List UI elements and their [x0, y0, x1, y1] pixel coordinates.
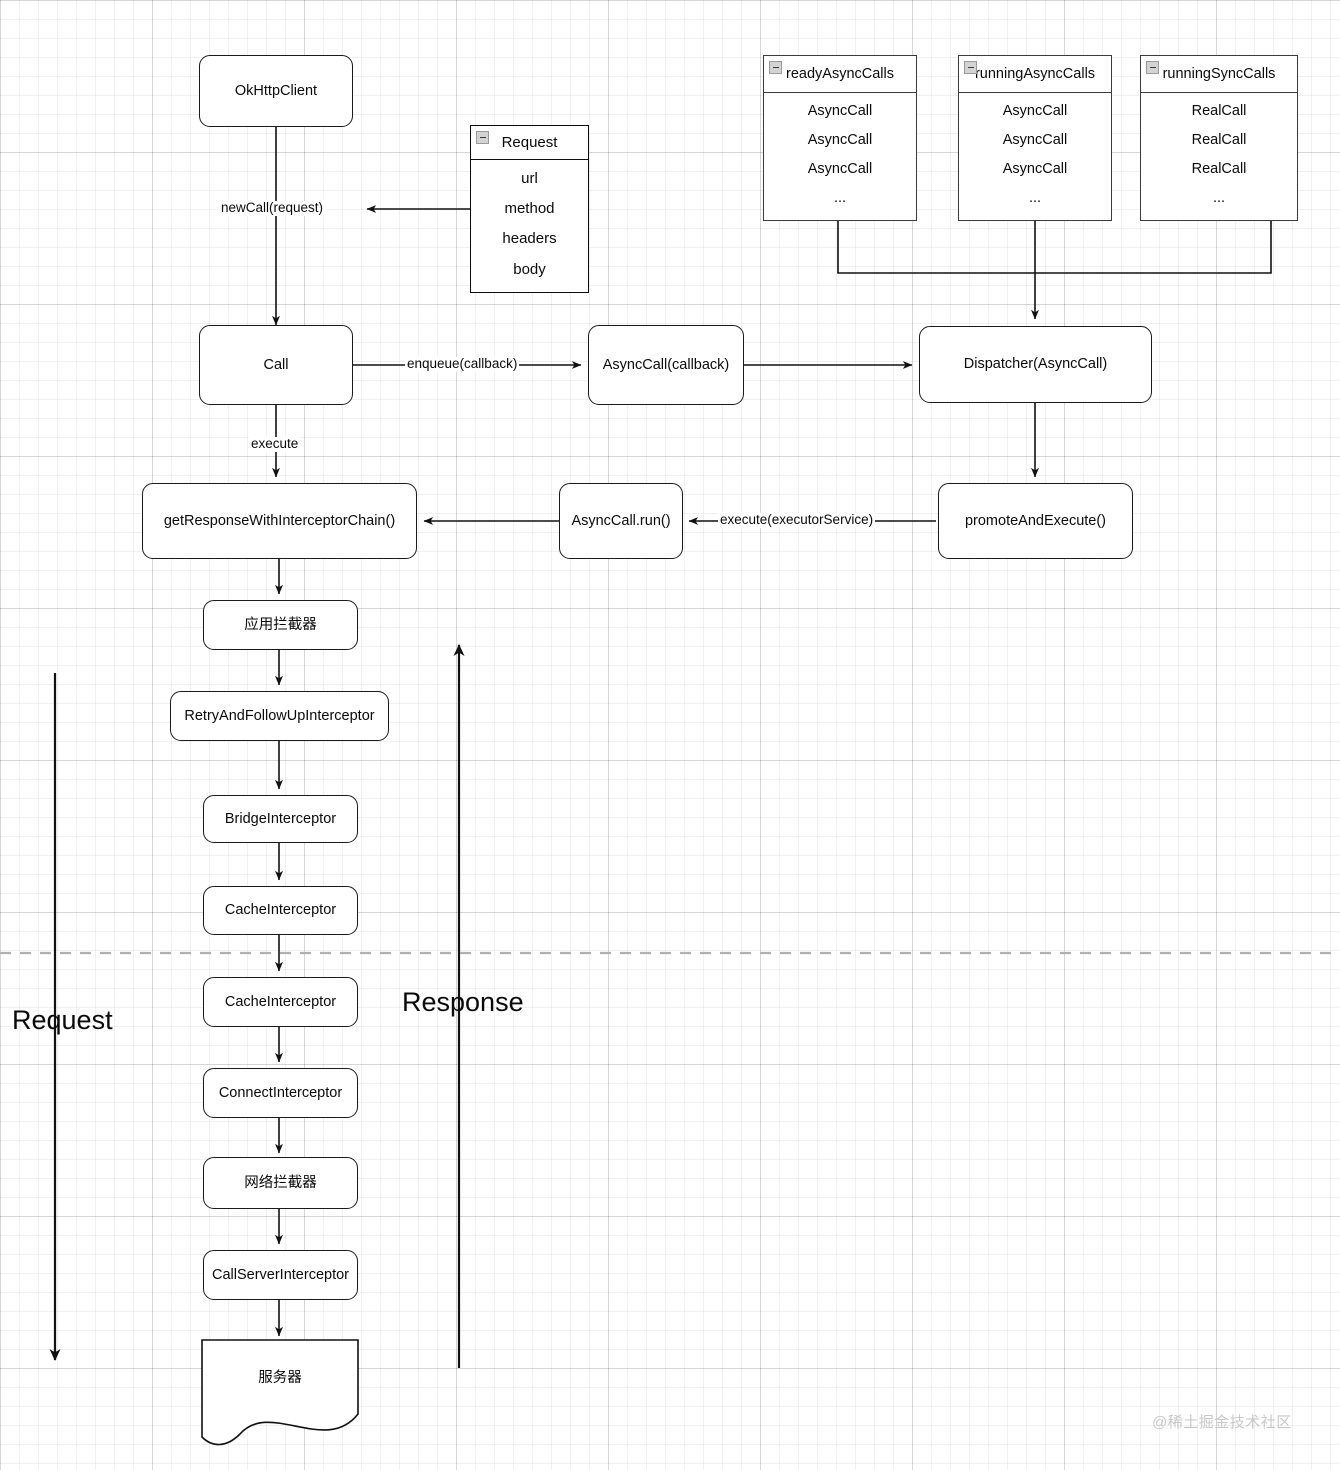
queue-items: AsyncCall AsyncCall AsyncCall ...: [764, 93, 916, 220]
request-field: method: [504, 200, 555, 218]
flow-label-response: Response: [402, 987, 524, 1017]
watermark: @稀土掘金技术社区: [1152, 1414, 1292, 1431]
minus-square-icon[interactable]: [476, 131, 489, 144]
queue-header: runningSyncCalls: [1141, 56, 1297, 93]
minus-square-icon[interactable]: [769, 61, 782, 74]
node-async-call-run[interactable]: AsyncCall.run(): [559, 483, 683, 559]
node-label: getResponseWithInterceptorChain(): [163, 512, 396, 529]
queue-item: RealCall: [1191, 161, 1247, 178]
node-label: 网络拦截器: [244, 1174, 317, 1191]
node-okhttp-client[interactable]: OkHttpClient: [199, 55, 353, 127]
queue-item: AsyncCall: [1002, 161, 1068, 178]
queue-item: RealCall: [1191, 131, 1247, 148]
node-network-interceptor[interactable]: 网络拦截器: [203, 1157, 358, 1209]
queue-item: AsyncCall: [1002, 102, 1068, 119]
node-label: Dispatcher(AsyncCall): [963, 356, 1108, 373]
node-label: AsyncCall(callback): [602, 356, 730, 373]
queue-item: AsyncCall: [807, 102, 873, 119]
node-async-call-callback[interactable]: AsyncCall(callback): [588, 325, 744, 405]
queue-item: RealCall: [1191, 102, 1247, 119]
queue-items: AsyncCall AsyncCall AsyncCall ...: [959, 93, 1111, 220]
node-label: ConnectInterceptor: [218, 1084, 343, 1101]
request-field: body: [513, 260, 546, 278]
node-get-response-with-interceptor-chain[interactable]: getResponseWithInterceptorChain(): [142, 483, 417, 559]
minus-square-icon[interactable]: [1146, 61, 1159, 74]
node-cache-interceptor-lower[interactable]: CacheInterceptor: [203, 977, 358, 1027]
queue-title: readyAsyncCalls: [786, 66, 894, 82]
queue-item-ellipsis: ...: [1028, 190, 1042, 207]
queue-running-sync-calls[interactable]: runningSyncCalls RealCall RealCall RealC…: [1140, 55, 1298, 221]
queue-items: RealCall RealCall RealCall ...: [1141, 93, 1297, 220]
request-class-title: Request: [501, 134, 558, 151]
queue-running-async-calls[interactable]: runningAsyncCalls AsyncCall AsyncCall As…: [958, 55, 1112, 221]
node-dispatcher[interactable]: Dispatcher(AsyncCall): [919, 326, 1152, 403]
node-retry-and-follow-up-interceptor[interactable]: RetryAndFollowUpInterceptor: [170, 691, 389, 741]
edge-label-execute: execute: [249, 436, 301, 452]
request-class-header: Request: [471, 126, 588, 160]
node-label: RetryAndFollowUpInterceptor: [184, 707, 375, 724]
queue-title: runningSyncCalls: [1162, 66, 1276, 82]
edge-label-execute-executor-service: execute(executorService): [718, 512, 876, 528]
queue-item-ellipsis: ...: [1212, 190, 1226, 207]
request-class-box[interactable]: Request url method headers body: [470, 125, 589, 293]
queue-header: readyAsyncCalls: [764, 56, 916, 93]
node-label: CacheInterceptor: [224, 902, 337, 919]
node-call[interactable]: Call: [199, 325, 353, 405]
node-connect-interceptor[interactable]: ConnectInterceptor: [203, 1068, 358, 1118]
edge-label-new-call: newCall(request): [219, 200, 326, 216]
server-document-shape: [201, 1339, 359, 1446]
node-label: Call: [263, 356, 289, 373]
queue-header: runningAsyncCalls: [959, 56, 1111, 93]
queue-item: AsyncCall: [1002, 131, 1068, 148]
queue-item: AsyncCall: [807, 161, 873, 178]
flow-label-request: Request: [12, 1005, 113, 1035]
node-label: CallServerInterceptor: [212, 1266, 349, 1283]
node-call-server-interceptor[interactable]: CallServerInterceptor: [203, 1250, 358, 1300]
node-label: CacheInterceptor: [224, 993, 337, 1010]
node-label: promoteAndExecute(): [964, 512, 1107, 529]
node-label: AsyncCall.run(): [571, 512, 671, 529]
request-field: url: [521, 169, 538, 187]
minus-square-icon[interactable]: [964, 61, 977, 74]
node-cache-interceptor-upper[interactable]: CacheInterceptor: [203, 886, 358, 935]
node-promote-and-execute[interactable]: promoteAndExecute(): [938, 483, 1133, 559]
node-label: 应用拦截器: [244, 616, 317, 633]
queue-ready-async-calls[interactable]: readyAsyncCalls AsyncCall AsyncCall Asyn…: [763, 55, 917, 221]
node-label: BridgeInterceptor: [224, 810, 337, 827]
queue-title: runningAsyncCalls: [974, 66, 1096, 82]
node-server-label: 服务器: [258, 1370, 302, 1386]
edge-label-enqueue: enqueue(callback): [405, 356, 520, 372]
queue-item-ellipsis: ...: [833, 190, 847, 207]
node-bridge-interceptor[interactable]: BridgeInterceptor: [203, 795, 358, 843]
request-class-fields: url method headers body: [471, 160, 588, 292]
node-application-interceptor[interactable]: 应用拦截器: [203, 600, 358, 650]
node-label: OkHttpClient: [234, 82, 318, 99]
queue-item: AsyncCall: [807, 131, 873, 148]
request-field: headers: [502, 230, 557, 248]
